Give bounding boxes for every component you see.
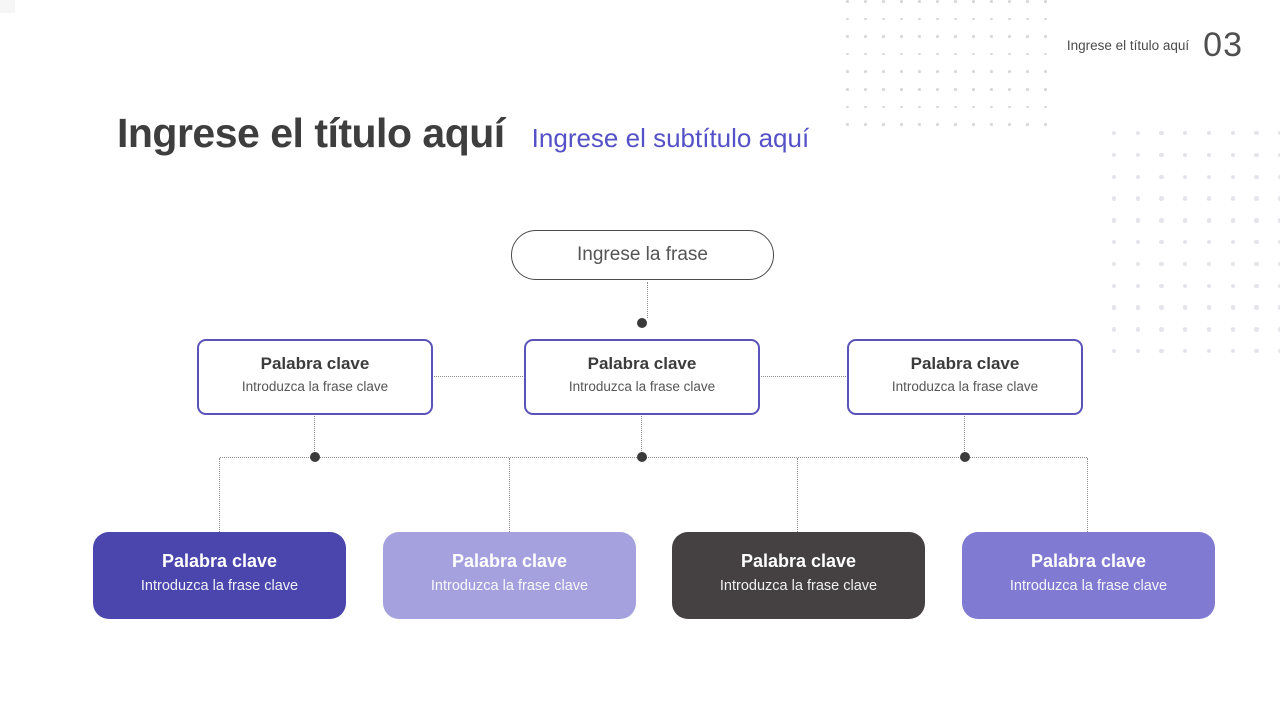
junction-dot	[637, 318, 647, 328]
connector-branch-2-3	[761, 376, 846, 377]
leaf-title: Palabra clave	[161, 551, 278, 571]
junction-dot	[637, 452, 647, 462]
leaf-subtitle: Introduzca la frase clave	[719, 578, 878, 594]
root-node-label: Ingrese la frase	[577, 244, 708, 265]
title-block: Ingrese el título aquí Ingrese el subtít…	[117, 110, 809, 157]
connector-leaf-drop	[219, 458, 220, 532]
junction-dot	[960, 452, 970, 462]
corner-decoration	[0, 0, 15, 13]
slide-title: Ingrese el título aquí	[117, 110, 505, 156]
leaf-card-3: Palabra clave Introduzca la frase clave	[672, 532, 925, 619]
branch-title: Palabra clave	[587, 354, 697, 373]
leaf-title: Palabra clave	[1030, 551, 1147, 571]
connector-leaf-drop	[509, 458, 510, 532]
leaf-subtitle: Introduzca la frase clave	[1009, 578, 1168, 594]
connector-bus	[220, 457, 1087, 458]
leaf-subtitle: Introduzca la frase clave	[140, 578, 299, 594]
branch-subtitle: Introduzca la frase clave	[241, 379, 389, 394]
connector-branch-drop	[314, 416, 315, 457]
leaf-card-4: Palabra clave Introduzca la frase clave	[962, 532, 1215, 619]
connector-branch-1-2	[434, 376, 523, 377]
branch-card-1: Palabra clave Introduzca la frase clave	[197, 339, 433, 415]
branch-subtitle: Introduzca la frase clave	[568, 379, 716, 394]
leaf-subtitle: Introduzca la frase clave	[430, 578, 589, 594]
connector-leaf-drop	[1087, 458, 1088, 532]
branch-subtitle: Introduzca la frase clave	[891, 379, 1039, 394]
connector-leaf-drop	[797, 458, 798, 532]
branch-card-2: Palabra clave Introduzca la frase clave	[524, 339, 760, 415]
leaf-card-2: Palabra clave Introduzca la frase clave	[383, 532, 636, 619]
connector-root-drop	[647, 282, 648, 318]
page-number: 03	[1203, 26, 1243, 64]
slide-header: Ingrese el título aquí 03	[1067, 26, 1243, 65]
leaf-card-1: Palabra clave Introduzca la frase clave	[93, 532, 346, 619]
slide-subtitle: Ingrese el subtítulo aquí	[531, 123, 810, 153]
connector-branch-drop	[641, 416, 642, 457]
header-running-title: Ingrese el título aquí	[1066, 38, 1190, 53]
branch-title: Palabra clave	[910, 354, 1020, 373]
junction-dot	[310, 452, 320, 462]
leaf-title: Palabra clave	[740, 551, 857, 571]
leaf-title: Palabra clave	[451, 551, 568, 571]
connector-branch-drop	[964, 416, 965, 457]
branch-title: Palabra clave	[260, 354, 370, 373]
root-node: Ingrese la frase	[511, 230, 774, 280]
branch-card-3: Palabra clave Introduzca la frase clave	[847, 339, 1083, 415]
